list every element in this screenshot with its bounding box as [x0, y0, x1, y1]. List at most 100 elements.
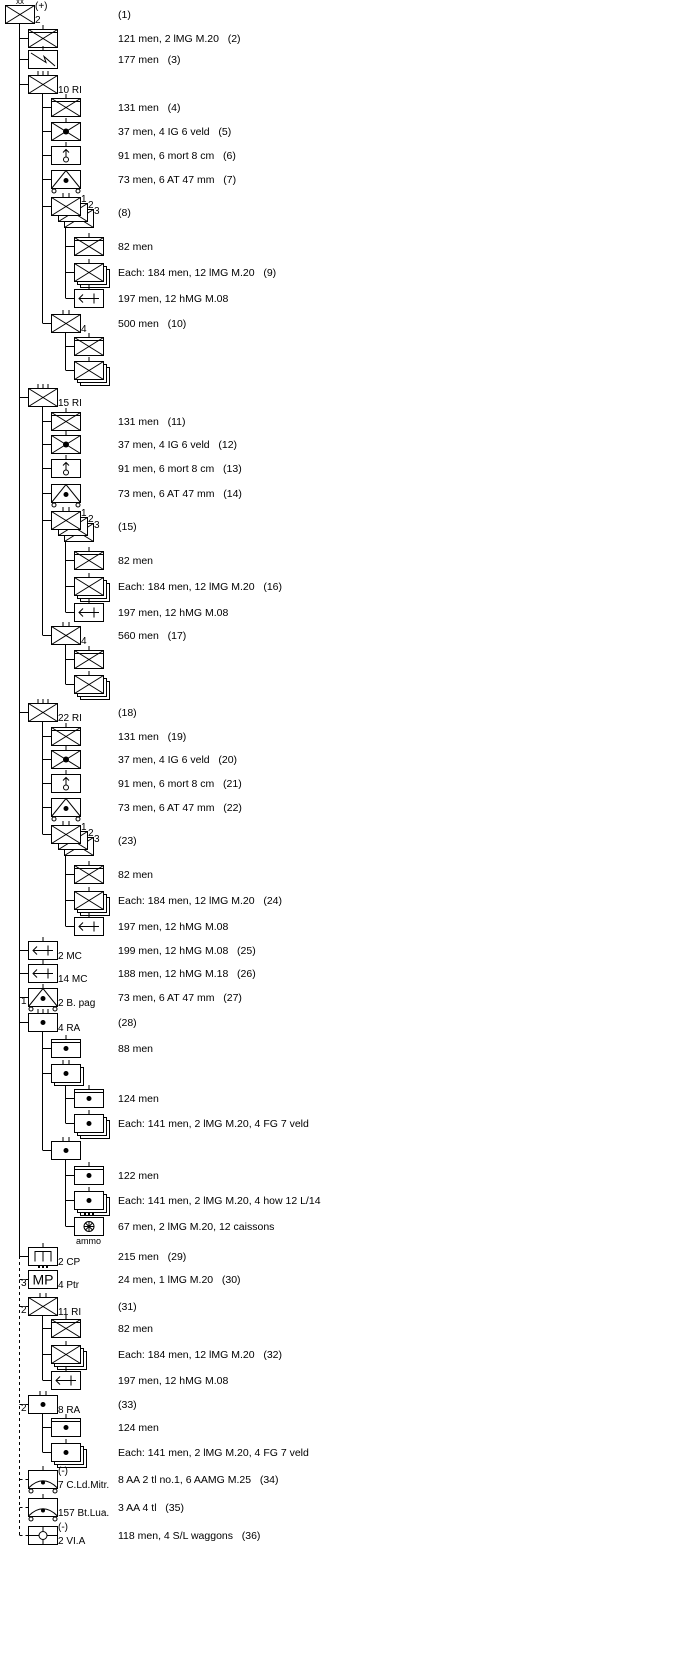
unit-description: 37 men, 4 IG 6 veld (20)	[118, 754, 238, 766]
unit-description: Each: 141 men, 2 lMG M.20, 4 FG 7 veld	[118, 1447, 309, 1459]
unit-description: 91 men, 6 mort 8 cm (21)	[118, 778, 242, 790]
unit-symbol-aa	[28, 1494, 58, 1522]
unit-symbol-art	[51, 1035, 81, 1058]
infantry-cross-icon	[51, 626, 81, 645]
unit-symbol-mg	[28, 937, 58, 960]
wheel-icon	[75, 502, 81, 508]
unit-symbol-art	[74, 1110, 110, 1139]
ammunition-spoke-icon	[85, 1222, 93, 1231]
unit-symbol-ig	[51, 431, 81, 454]
anti-tank-icon	[51, 797, 81, 817]
unit-designation-label: 4 Ptr	[58, 1280, 80, 1291]
anti-tank-dot-icon	[63, 806, 69, 811]
unit-symbol-inf	[51, 408, 81, 431]
unit-symbol-inf	[74, 671, 110, 700]
echelon-dot-icon	[92, 1213, 94, 1215]
artillery-dot-icon	[63, 1425, 69, 1430]
unit-symbol-art	[51, 1137, 81, 1160]
unit-designation-label: 15 RI	[58, 398, 82, 409]
unit-description: 121 men, 2 lMG M.20 (2)	[118, 33, 241, 45]
unit-symbol-inf	[74, 259, 110, 288]
unit-description: 3 AA 4 tl (35)	[118, 1502, 184, 1514]
wheel-icon	[28, 1516, 34, 1522]
gun-dot-icon	[63, 756, 69, 763]
anti-tank-icon	[51, 483, 81, 503]
unit-designation-label: 2 VI.A	[58, 1536, 86, 1547]
unit-designation-label: 2	[35, 15, 41, 26]
unit-description: 73 men, 6 AT 47 mm (27)	[118, 992, 242, 1004]
unit-symbol-mortar	[51, 455, 81, 478]
unit-description: 82 men	[118, 241, 154, 253]
unit-description: (28)	[118, 1017, 137, 1029]
unit-symbol-inf	[51, 1315, 81, 1338]
unit-description: (33)	[118, 1399, 137, 1411]
infantry-cross-icon	[74, 675, 104, 694]
anti-tank-dot-icon	[63, 492, 69, 497]
unit-description: (15)	[118, 521, 137, 533]
unit-description: 73 men, 6 AT 47 mm (14)	[118, 488, 242, 500]
artillery-dot-icon	[63, 1071, 69, 1076]
signal-zigzag-icon	[30, 52, 56, 67]
unit-symbol-inf	[74, 333, 104, 356]
unit-symbol-inf	[74, 357, 110, 386]
unit-description: 73 men, 6 AT 47 mm (7)	[118, 174, 237, 186]
wheel-icon	[52, 1006, 58, 1012]
unit-description: Each: 184 men, 12 lMG M.20 (24)	[118, 895, 282, 907]
unit-designation-label: 2 CP	[58, 1257, 81, 1268]
wheel-icon	[51, 502, 57, 508]
unit-symbol-inf	[28, 699, 58, 722]
unit-designation-label: 2 B. pag	[58, 998, 96, 1009]
anti-aircraft-dot-icon	[41, 1508, 45, 1513]
unit-description: 8 AA 2 tl no.1, 6 AAMG M.25 (34)	[118, 1474, 279, 1486]
unit-symbol-inf	[74, 573, 110, 602]
unit-description: Each: 184 men, 12 lMG M.20 (9)	[118, 267, 277, 279]
unit-symbol-art	[51, 1439, 87, 1468]
infantry-cross-icon	[74, 361, 104, 380]
unit-symbol-at	[51, 169, 81, 194]
unit-description: 197 men, 12 hMG M.08	[118, 607, 229, 619]
unit-description: 37 men, 4 IG 6 veld (12)	[118, 439, 238, 451]
wheel-icon	[51, 816, 57, 822]
unit-symbol-sig	[28, 46, 58, 69]
unit-description: 215 men (29)	[118, 1251, 187, 1263]
battalion-number-label: 2	[88, 200, 94, 211]
infantry-cross-icon	[51, 825, 81, 844]
unit-symbol-inf	[51, 1341, 87, 1370]
unit-description: 124 men	[118, 1422, 159, 1434]
wheel-icon	[52, 1516, 58, 1522]
unit-symbol-art	[28, 1009, 58, 1032]
unit-description: 73 men, 6 AT 47 mm (22)	[118, 802, 242, 814]
unit-designation-label: 22 RI	[58, 713, 82, 724]
unit-description: 67 men, 2 lMG M.20, 12 caissons	[118, 1221, 275, 1233]
battalion-number-label: 1	[81, 508, 87, 519]
unit-strength-modifier: (+)	[35, 1, 48, 12]
unit-symbol-inf	[51, 723, 81, 746]
unit-description: 197 men, 12 hMG M.08	[118, 1375, 229, 1387]
infantry-cross-icon	[51, 1345, 81, 1364]
unit-designation-label: 14 MC	[58, 974, 88, 985]
echelon-dot-icon	[88, 1213, 90, 1215]
unit-description: 188 men, 12 hMG M.18 (26)	[118, 968, 256, 980]
unit-symbol-inf	[51, 310, 81, 333]
unit-description: Each: 141 men, 2 lMG M.20, 4 how 12 L/14	[118, 1195, 321, 1207]
unit-symbol-inf	[51, 507, 94, 542]
unit-symbol-art	[74, 1162, 104, 1185]
unit-count-label: 2	[21, 1305, 27, 1316]
battalion-number-label: 3	[94, 520, 100, 531]
unit-designation-label: 4	[81, 636, 87, 647]
battalion-number-label: 1	[81, 822, 87, 833]
infantry-cross-icon	[51, 314, 81, 333]
unit-description: 124 men	[118, 1093, 159, 1105]
machine-gun-arrow-icon	[32, 969, 38, 978]
anti-tank-icon	[51, 169, 81, 189]
battalion-number-label: 3	[94, 834, 100, 845]
unit-designation-label: 8 RA	[58, 1405, 81, 1416]
unit-symbol-ig	[51, 118, 81, 141]
unit-description: 197 men, 12 hMG M.08	[118, 921, 229, 933]
battalion-number-label: 3	[94, 206, 100, 217]
infantry-cross-icon	[74, 891, 104, 910]
wheel-icon	[28, 1006, 34, 1012]
unit-symbol-mg	[28, 960, 58, 983]
unit-description: 118 men, 4 S/L waggons (36)	[118, 1530, 261, 1542]
